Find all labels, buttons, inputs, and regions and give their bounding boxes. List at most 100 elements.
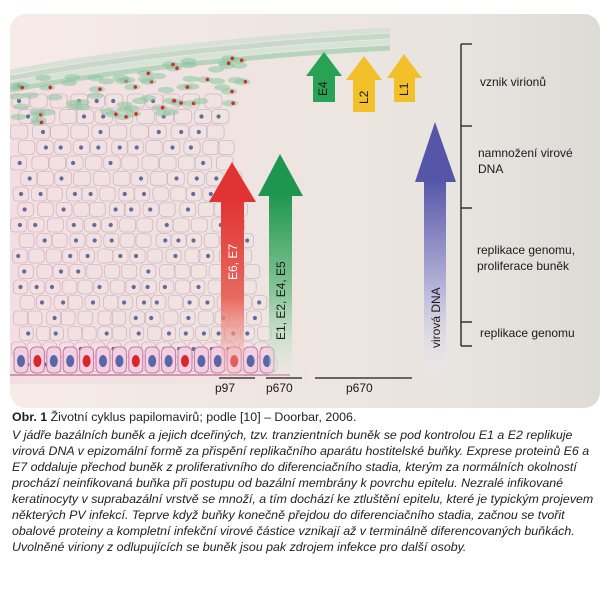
virion-cluster <box>39 109 56 116</box>
epithelial-cell <box>29 93 48 109</box>
epithelial-cell <box>28 248 45 264</box>
epithelial-cell <box>172 217 190 233</box>
virion-cluster <box>87 92 104 100</box>
epithelial-cell <box>129 310 146 326</box>
viral-particle <box>171 62 175 67</box>
cell-nucleus <box>17 160 22 166</box>
epithelial-cell <box>130 171 149 186</box>
virion-cluster <box>182 75 199 83</box>
epithelial-cell <box>10 124 29 140</box>
epithelial-cell <box>142 202 160 217</box>
epithelial-cell <box>133 186 151 202</box>
cell-nucleus <box>134 145 139 150</box>
basal-nucleus <box>115 355 124 367</box>
epithelial-cell <box>161 326 177 341</box>
stage-scale <box>460 43 472 347</box>
cell-nucleus <box>85 253 90 259</box>
epithelial-cell <box>206 124 225 140</box>
epithelial-cell <box>85 155 103 171</box>
epithelial-cell <box>195 326 210 341</box>
epithelial-cell <box>90 140 108 155</box>
viral-particle <box>172 99 177 103</box>
stage-genome-replication-proliferation: replikace genomu, proliferace buněk <box>477 243 578 273</box>
cell-nucleus <box>122 191 127 197</box>
epithelial-cell <box>19 295 36 310</box>
epithelial-cell <box>144 310 161 326</box>
epithelial-cell <box>103 264 121 279</box>
cell-nucleus <box>71 160 76 166</box>
cell-nucleus <box>58 269 64 274</box>
virion-cluster <box>87 74 104 82</box>
epithelial-cell <box>103 155 121 171</box>
epithelial-cell <box>13 310 29 326</box>
cell-nucleus <box>90 300 96 305</box>
cell-nucleus <box>216 114 221 119</box>
epithelial-cell <box>36 233 53 248</box>
epithelial-cell <box>35 295 52 310</box>
cell-nucleus <box>131 284 136 290</box>
cell-nucleus <box>98 129 103 135</box>
cell-nucleus <box>162 284 167 290</box>
cell-nucleus <box>101 114 106 119</box>
epithelial-cell <box>97 326 113 341</box>
cell-nucleus <box>52 315 57 321</box>
virion-cluster <box>64 74 81 81</box>
epithelial-cell <box>162 310 179 326</box>
cell-nucleus <box>94 98 99 104</box>
virion-cluster <box>66 103 83 111</box>
epithelial-cell <box>170 233 187 248</box>
epithelial-cell <box>165 248 182 264</box>
epithelial-cell <box>152 186 169 202</box>
epithelial-cell <box>182 295 199 310</box>
virion-cluster <box>137 70 154 77</box>
cell-nucleus <box>156 129 161 135</box>
cell-nucleus <box>16 253 21 259</box>
epithelial-cell <box>55 202 73 217</box>
virion-cluster <box>35 74 52 81</box>
cell-nucleus <box>108 222 113 228</box>
stage-dna-amplification-line2: DNA <box>478 162 503 176</box>
cell-nucleus <box>257 300 262 305</box>
epithelial-cell <box>45 248 62 264</box>
epithelial-cell <box>77 279 93 295</box>
epithelial-cell <box>199 295 215 310</box>
basal-nucleus <box>148 355 157 367</box>
viral-particle <box>160 105 165 110</box>
cell-nucleus <box>22 269 27 274</box>
stage-genome-replication-line2: proliferace buněk <box>477 259 570 273</box>
virion-cluster <box>221 55 238 62</box>
cell-nucleus <box>149 315 154 321</box>
caption-body: V jádře bazálních buněk a jejich dceřiný… <box>12 428 594 554</box>
epithelial-cell <box>211 109 230 124</box>
cell-nucleus <box>174 176 179 181</box>
epithelial-cell <box>49 93 68 109</box>
epithelial-cell <box>69 233 86 248</box>
epithelial-cell <box>198 248 215 264</box>
epithelial-cell <box>147 248 164 264</box>
epithelial-cell <box>246 310 262 326</box>
epithelial-cell <box>84 217 101 233</box>
epithelial-cell <box>109 202 126 217</box>
cell-nucleus <box>53 331 58 336</box>
cell-nucleus <box>72 191 77 197</box>
keratin-layer <box>10 33 391 81</box>
virion-cluster <box>30 119 47 126</box>
epithelial-cell <box>12 186 29 202</box>
epithelium-illustration <box>10 27 391 384</box>
virion-cluster <box>13 103 30 110</box>
epithelial-cell <box>167 171 185 186</box>
figure-caption: Obr. 1 Životní cyklus papilomavirů; podl… <box>12 409 602 555</box>
cell-nucleus <box>113 207 118 212</box>
virion-cluster <box>112 74 129 81</box>
epithelial-cell <box>125 279 141 295</box>
epithelial-cell <box>59 109 78 124</box>
basal-nucleus <box>213 355 222 367</box>
epithelial-cell <box>36 326 51 341</box>
cell-nucleus <box>138 176 144 181</box>
virion-cluster <box>157 86 174 94</box>
epithelial-cell <box>198 310 214 326</box>
epithelial-cell <box>81 186 98 202</box>
basal-nucleus <box>17 355 25 367</box>
virion-cluster <box>217 60 234 67</box>
cell-nucleus <box>97 284 102 290</box>
